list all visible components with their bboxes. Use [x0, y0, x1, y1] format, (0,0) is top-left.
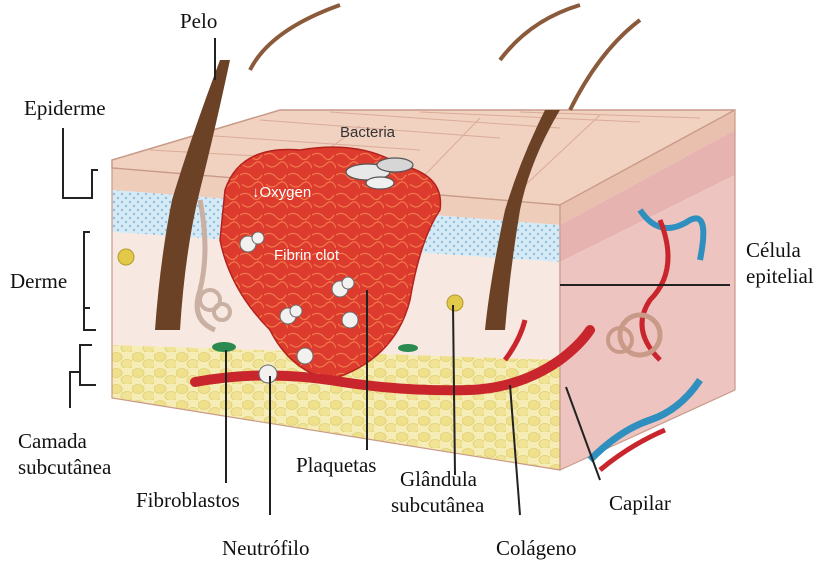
label-derme: Derme	[10, 268, 67, 294]
layer-brackets	[63, 128, 98, 408]
label-colageno: Colágeno	[496, 535, 576, 561]
label-neutrofilo: Neutrófilo	[222, 535, 309, 561]
label-celula: Célula	[746, 237, 801, 263]
fibrin-clot-label: Fibrin clot	[274, 247, 339, 265]
label-epiderme: Epiderme	[24, 95, 106, 121]
label-pelo: Pelo	[180, 8, 217, 34]
label-camada-subcutanea: subcutânea	[18, 454, 111, 480]
label-glandula-subcutanea: subcutânea	[391, 492, 484, 518]
label-capilar: Capilar	[609, 490, 671, 516]
label-celula-epitelial: epitelial	[746, 263, 814, 289]
label-plaquetas: Plaquetas	[296, 452, 376, 478]
bacteria-label: Bacteria	[340, 124, 395, 142]
label-glandula: Glândula	[400, 466, 477, 492]
oxygen-label: ↓Oxygen	[252, 184, 311, 202]
label-camada: Camada	[18, 428, 87, 454]
label-fibroblastos: Fibroblastos	[136, 487, 240, 513]
